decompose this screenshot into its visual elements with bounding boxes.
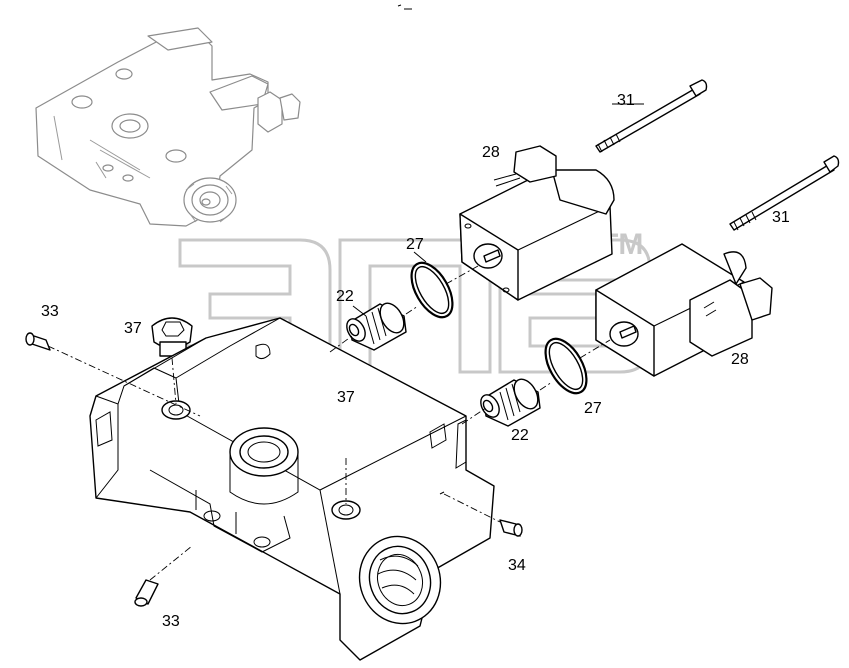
assembled-valve-reference bbox=[35, 27, 301, 227]
callout-oring-upper: 27 bbox=[406, 236, 424, 253]
cartridge-22-lower bbox=[480, 378, 541, 427]
callout-plug-left: 37 bbox=[124, 320, 142, 337]
callout-cartridge-upper: 22 bbox=[336, 288, 354, 305]
coil-28-lower bbox=[595, 243, 773, 377]
callout-cartridge-lower: 22 bbox=[511, 427, 529, 444]
oring-27-lower bbox=[544, 337, 588, 395]
callout-bolt-lower: 31 bbox=[772, 209, 790, 226]
callout-coil-upper: 28 bbox=[482, 144, 500, 161]
callout-screw-bottom: 33 bbox=[162, 613, 180, 630]
callout-oring-lower: 27 bbox=[584, 400, 602, 417]
callout-screw-top-left: 33 bbox=[41, 303, 59, 320]
screw-33-bottom bbox=[134, 579, 159, 607]
bolt-31-upper bbox=[595, 79, 708, 153]
cartridge-22-upper bbox=[346, 302, 407, 351]
bolt-31-lower bbox=[729, 155, 840, 231]
screw-33-top-left bbox=[25, 332, 51, 351]
callout-bolt-upper: 31 bbox=[617, 92, 635, 109]
manifold-block bbox=[89, 317, 495, 661]
coil-28-upper bbox=[459, 145, 615, 301]
callout-plug-center: 37 bbox=[337, 389, 355, 406]
assembly-centerlines bbox=[47, 265, 611, 581]
page-top-mark bbox=[397, 4, 412, 10]
callout-screw-right: 34 bbox=[508, 557, 526, 574]
callout-leaders bbox=[352, 103, 644, 317]
callout-labels: 31 31 28 28 27 27 22 22 37 37 33 33 34 bbox=[41, 92, 790, 630]
screw-34-right bbox=[499, 519, 523, 537]
callout-coil-lower: 28 bbox=[731, 351, 749, 368]
plug-37-left bbox=[151, 317, 193, 357]
oring-27-upper bbox=[410, 261, 454, 319]
